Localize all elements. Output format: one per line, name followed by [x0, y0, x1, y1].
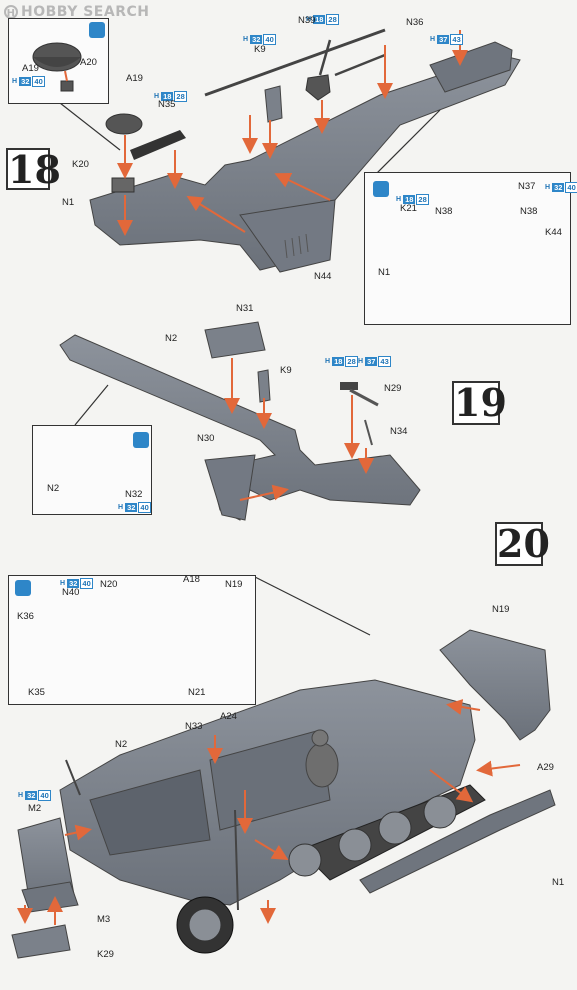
- k20-part: [111, 177, 135, 193]
- shovel-part: [305, 74, 331, 101]
- part-label-n20: N20: [100, 579, 118, 590]
- step-number-18: 18: [6, 147, 61, 192]
- part-label-a24: A24: [220, 711, 237, 722]
- part-label-n33: N33: [185, 721, 203, 732]
- step-number-19: 19: [452, 380, 507, 425]
- part-label-n19: N19: [225, 579, 243, 590]
- n2-hull-side-part: [59, 334, 421, 521]
- n34-part: [364, 419, 373, 446]
- step-18-drawing: [59, 28, 521, 273]
- part-label-n21: N21: [188, 687, 206, 698]
- inset-n32: [32, 425, 152, 515]
- part-label-k35: K35: [28, 687, 45, 698]
- crew-figure-part: [305, 742, 339, 788]
- n19-door-part: [439, 629, 551, 741]
- part-label-n38: N38: [520, 206, 538, 217]
- part-label-a18: A18: [183, 574, 200, 585]
- a19-helmet-part: [105, 113, 143, 135]
- paintbrush-icon: [15, 580, 31, 596]
- part-label-k29: K29: [97, 949, 114, 960]
- part-label-n40: N40: [62, 587, 80, 598]
- step-20-arrows: [17, 699, 521, 925]
- part-label-n38: N38: [435, 206, 453, 217]
- part-label-k9: K9: [280, 365, 292, 376]
- part-label-k21: K21: [400, 203, 417, 214]
- hull-floor-part: [89, 54, 521, 271]
- part-label-a29: A29: [537, 762, 554, 773]
- part-label-n32: N32: [125, 489, 143, 500]
- part-label-a19: A19: [126, 73, 143, 84]
- paintbrush-icon: [89, 22, 105, 38]
- k9-part: [257, 369, 271, 403]
- part-label-n44: N44: [314, 271, 332, 282]
- part-label-n34: N34: [390, 426, 408, 437]
- part-label-a19: A19: [22, 63, 39, 74]
- n39-rod-part: [204, 28, 386, 97]
- k29-part: [11, 924, 71, 959]
- rear-box-part: [429, 41, 513, 93]
- part-label-k44: K44: [545, 227, 562, 238]
- part-label-n2: N2: [115, 739, 128, 750]
- part-label-a20: A20: [80, 57, 97, 68]
- step-19-arrows: [224, 358, 374, 501]
- part-label-m2: M2: [28, 803, 42, 814]
- part-label-n1: N1: [62, 197, 75, 208]
- inset-callout-line: [59, 102, 121, 151]
- part-label-k36: K36: [17, 611, 34, 622]
- step-20-drawing: [11, 629, 556, 959]
- inset-a19-a20: [8, 18, 109, 104]
- part-label-n2: N2: [47, 483, 60, 494]
- part-label-n37: N37: [518, 181, 536, 192]
- n44-panel-part: [239, 199, 336, 273]
- step-number-20: 20: [495, 521, 550, 566]
- part-label-n1: N1: [378, 267, 391, 278]
- inset-n40-n19: [8, 575, 256, 705]
- n30-part: [204, 454, 256, 521]
- paintbrush-icon: [133, 432, 149, 448]
- n1-side-part: [359, 789, 556, 894]
- part-label-n29: N29: [384, 383, 402, 394]
- inset-k21-n37: [364, 172, 571, 325]
- part-label-k20: K20: [72, 159, 89, 170]
- part-label-n30: N30: [197, 433, 215, 444]
- n35-rack-part: [130, 130, 186, 160]
- part-label-n31: N31: [236, 303, 254, 314]
- part-label-n1: N1: [552, 877, 565, 888]
- inset-callout-line: [369, 109, 441, 181]
- n31-part: [204, 321, 266, 359]
- inset-drawing: [32, 42, 82, 92]
- part-label-k9: K9: [254, 44, 266, 55]
- watermark-text: HOBBY SEARCH: [21, 4, 150, 20]
- inset-callout-line: [74, 384, 109, 426]
- part-label-n36: N36: [406, 17, 424, 28]
- step-19-drawing: [59, 321, 421, 521]
- step-18-arrows: [117, 30, 468, 236]
- inset-callout-line: [254, 576, 371, 636]
- part-label-n2: N2: [165, 333, 178, 344]
- n29-part: [340, 382, 358, 390]
- part-label-n35: N35: [158, 99, 176, 110]
- part-label-n19: N19: [492, 604, 510, 615]
- paintbrush-icon: [373, 181, 389, 197]
- a24-part: [234, 809, 239, 911]
- k9-bracket-part: [264, 85, 283, 123]
- part-label-n39: N39: [298, 15, 316, 26]
- part-label-m3: M3: [97, 914, 111, 925]
